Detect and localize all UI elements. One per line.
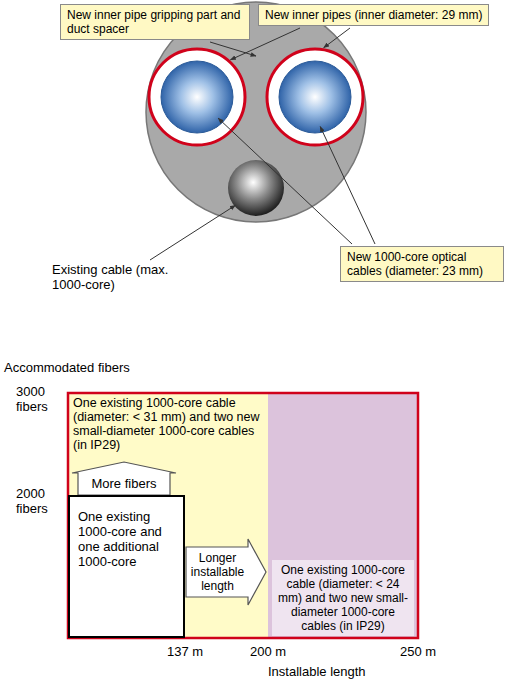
node-text: One existing 1000-core cable (diameter: … (276, 563, 410, 633)
leader-line (218, 118, 352, 244)
arrow-outline (186, 539, 266, 605)
red-outline (68, 393, 418, 638)
axis-tick: 137 m (167, 644, 203, 659)
node-text: New inner pipe gripping part and duct sp… (67, 8, 243, 36)
leader-line (320, 127, 375, 244)
optical-cable (279, 61, 351, 133)
up-arrow: More fibers (72, 462, 176, 495)
node-text: One existing 1000-core and one additiona… (78, 509, 175, 569)
part-label: Existing cable (max. 1000-core) (52, 262, 170, 292)
option-region: One existing 1000-core cable (diameter: … (68, 393, 268, 638)
leader-line (150, 205, 235, 260)
axis-label: Installable length (268, 664, 366, 679)
leader-lines (150, 28, 375, 260)
node-text: Longer installable length (187, 547, 248, 597)
right-arrow: Longer installable length (186, 539, 266, 605)
purple-region (268, 393, 418, 638)
existing-cable (228, 160, 284, 216)
node-text: New inner pipes (inner diameter: 29 mm) (265, 8, 482, 22)
leader-line (324, 28, 350, 48)
axis-tick: 250 m (400, 644, 436, 659)
node-text: More fibers (78, 473, 170, 495)
callout-box: New inner pipe gripping part and duct sp… (60, 4, 250, 40)
node-text: New 1000-core optical cables (diameter: … (347, 250, 497, 278)
axis-label: 2000 fibers (16, 486, 60, 516)
callout-box: New 1000-core optical cables (diameter: … (340, 246, 504, 282)
current-option-box: One existing 1000-core and one additiona… (68, 495, 185, 638)
callout-box: New inner pipes (inner diameter: 29 mm) (258, 4, 489, 26)
inner-pipe (267, 49, 363, 145)
axis-label: 3000 fibers (16, 384, 60, 414)
axis-tick: 200 m (250, 644, 286, 659)
inner-pipe (149, 49, 245, 145)
arrow-outline (72, 462, 176, 495)
yellow-region (68, 393, 268, 638)
axis-label: Accommodated fibers (4, 360, 130, 375)
node-text: One existing 1000-core cable (diameter: … (73, 396, 263, 452)
leader-line (210, 42, 256, 56)
option-box: One existing 1000-core cable (diameter: … (272, 560, 414, 636)
